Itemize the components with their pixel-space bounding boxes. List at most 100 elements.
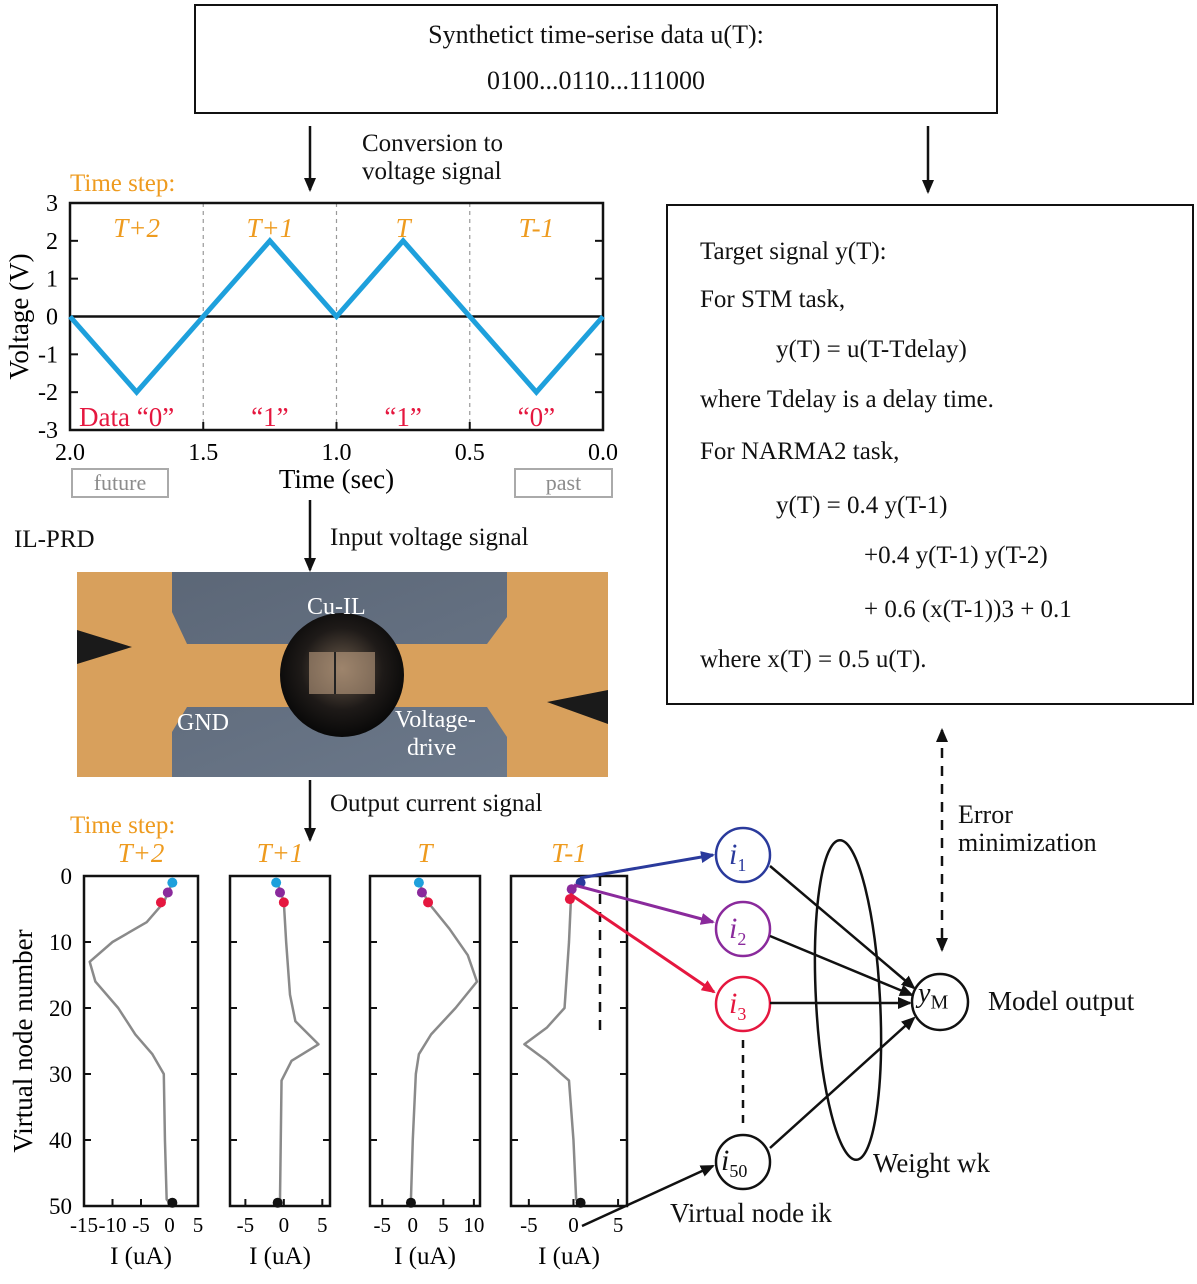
cu-il-label: Cu-IL xyxy=(307,594,366,620)
node-i50-circle xyxy=(714,1133,772,1191)
device-photo-graphic xyxy=(77,572,608,777)
current-time-step-label: Time step: xyxy=(70,812,176,839)
output-current-label: Output current signal xyxy=(330,790,543,817)
voltage-ytick-label-2: 1 xyxy=(46,267,58,293)
voltage-data-label-1: “1” xyxy=(251,402,288,432)
conversion-label-2: voltage signal xyxy=(362,158,502,185)
source-data-title: Synthetict time-serise data u(T): xyxy=(428,20,764,49)
future-tag: future xyxy=(71,468,169,498)
node-i50-sub: 50 xyxy=(729,1161,748,1181)
weight-label: Weight wk xyxy=(873,1148,991,1178)
current-step-label-2: T xyxy=(417,838,434,868)
node-i1-sub: 1 xyxy=(737,855,747,875)
current-step-label-0: T+2 xyxy=(118,838,165,868)
voltage-data-label-0: Data “0” xyxy=(79,402,174,432)
voltage-xtick-label-4: 0.0 xyxy=(588,440,618,466)
model-output-label: Model output xyxy=(988,986,1135,1016)
current-ytick-label-5: 50 xyxy=(49,1194,72,1219)
voltage-ytick-label-3: 0 xyxy=(46,305,58,331)
current-marker-1-3 xyxy=(272,1197,283,1208)
voltage-ytick-label-6: -3 xyxy=(38,418,58,444)
voltage-xtick-label-1: 1.5 xyxy=(188,440,218,466)
device-photo: Cu-IL GND Voltage- drive xyxy=(77,572,608,777)
current-xlabel-3: I (uA) xyxy=(538,1243,600,1270)
current-xtick-label-1-1: 0 xyxy=(279,1213,290,1237)
current-marker-1-2 xyxy=(278,897,289,908)
current-step-label-3: T-1 xyxy=(551,838,587,868)
target-line-2: For STM task, xyxy=(700,286,846,313)
current-marker-2-0 xyxy=(413,877,424,888)
current-xtick-label-3-1: 0 xyxy=(568,1213,579,1237)
current-marker-0-1 xyxy=(162,887,173,898)
current-xtick-label-2-0: -5 xyxy=(373,1213,391,1237)
target-line-1: Target signal y(T): xyxy=(700,238,887,265)
current-marker-2-2 xyxy=(423,897,434,908)
current-xlabel-0: I (uA) xyxy=(110,1243,172,1270)
current-marker-0-3 xyxy=(167,1197,178,1208)
node-i2-sub: 2 xyxy=(737,929,747,949)
voltage-step-label-1: T+1 xyxy=(247,213,294,243)
past-tag: past xyxy=(514,468,613,498)
source-data-box: Synthetict time-serise data u(T): 0100..… xyxy=(194,4,998,114)
gnd-label: GND xyxy=(177,710,229,736)
edge-i50-out xyxy=(769,1016,916,1149)
current-marker-0-2 xyxy=(155,897,166,908)
current-marker-1-1 xyxy=(275,887,285,898)
voltage-xlabel: Time (sec) xyxy=(279,464,394,494)
current-frame-2 xyxy=(368,874,482,1208)
voltage-ytick-label-4: -1 xyxy=(38,342,58,368)
output-node-sub: M xyxy=(930,991,949,1014)
current-xtick-label-0-1: -10 xyxy=(99,1213,127,1237)
current-xtick-label-2-1: 0 xyxy=(408,1213,419,1237)
voltage-xtick-label-2: 1.0 xyxy=(322,440,352,466)
current-ytick-label-0: 0 xyxy=(61,864,73,889)
voltage-xtick-label-0: 2.0 xyxy=(55,440,85,466)
voltage-series-line xyxy=(68,237,605,396)
target-line-7: +0.4 y(T-1) y(T-2) xyxy=(864,542,1048,569)
target-line-3: y(T) = u(T-Tdelay) xyxy=(776,336,967,363)
current-marker-3-3 xyxy=(575,1197,586,1208)
weight-loop xyxy=(813,838,883,1162)
current-ytick-label-4: 40 xyxy=(49,1128,72,1153)
current-frame-3 xyxy=(509,874,629,1208)
target-line-6: y(T) = 0.4 y(T-1) xyxy=(776,492,948,519)
current-ytick-label-1: 10 xyxy=(49,930,72,955)
voltage-time-step-label: Time step: xyxy=(70,170,176,197)
voltage-step-label-0: T+2 xyxy=(113,213,160,243)
current-xtick-label-1-0: -5 xyxy=(237,1213,255,1237)
current-xtick-label-1-2: 5 xyxy=(317,1213,328,1237)
current-xtick-label-0-3: 0 xyxy=(164,1213,175,1237)
voltage-ylabel: Voltage (V) xyxy=(4,253,34,379)
current-xlabel-2: I (uA) xyxy=(394,1243,456,1270)
output-node-circle xyxy=(910,972,970,1032)
current-marker-1-0 xyxy=(271,877,282,888)
output-node-label: yM xyxy=(918,978,949,1014)
voltage-step-label-2: T xyxy=(396,213,413,243)
target-line-9: where x(T) = 0.5 u(T). xyxy=(700,646,927,673)
error-label-1: Error xyxy=(958,800,1013,829)
node-i2-circle xyxy=(714,900,772,958)
node-i1-label: i1 xyxy=(729,838,747,875)
target-signal-box: Target signal y(T): For STM task, y(T) =… xyxy=(666,204,1194,705)
current-xtick-label-3-2: 5 xyxy=(613,1213,624,1237)
voltage-drive-label-2: drive xyxy=(407,735,457,761)
node-i50-label: i50 xyxy=(721,1144,748,1181)
target-line-8: + 0.6 (x(T-1))3 + 0.1 xyxy=(864,596,1072,623)
current-marker-2-3 xyxy=(405,1197,416,1208)
current-xtick-label-0-2: -5 xyxy=(132,1213,150,1237)
edge-i2-out xyxy=(769,934,914,997)
current-xtick-label-2-3: 10 xyxy=(463,1213,484,1237)
edge-chart-i1 xyxy=(579,851,715,880)
current-ytick-label-3: 30 xyxy=(49,1062,72,1087)
voltage-ytick-label-5: -2 xyxy=(38,380,58,406)
current-ytick-label-2: 20 xyxy=(49,996,72,1021)
edge-chart-i3 xyxy=(569,892,716,994)
current-xtick-label-2-2: 5 xyxy=(438,1213,449,1237)
voltage-ytick-label-0: 3 xyxy=(46,191,58,217)
current-xtick-label-0-0: -15 xyxy=(70,1213,98,1237)
voltage-drive-label-1: Voltage- xyxy=(395,707,476,733)
conversion-label-1: Conversion to xyxy=(362,130,503,157)
